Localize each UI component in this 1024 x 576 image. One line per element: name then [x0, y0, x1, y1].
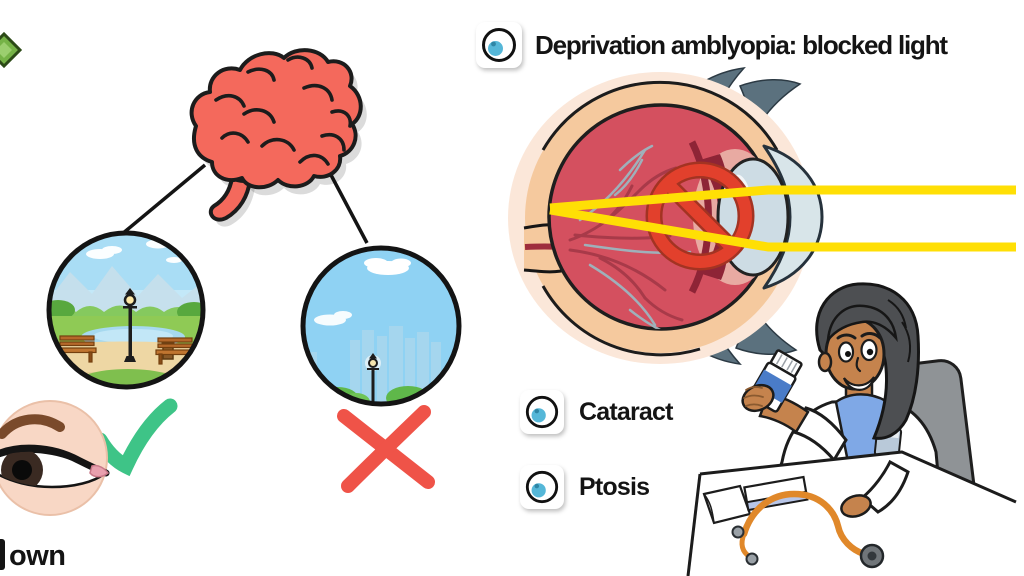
light-rays [549, 185, 1016, 252]
eye-icon [476, 22, 522, 68]
bullet-cataract: Cataract [520, 390, 673, 434]
corner-caption: own [9, 540, 66, 572]
cornea [762, 144, 824, 290]
eye-cross-section [508, 66, 1016, 366]
eye-icon [520, 390, 564, 434]
human-eye-illustration [0, 400, 110, 516]
blocked-view-circle [300, 245, 462, 407]
ptosis-label: Ptosis [579, 472, 650, 501]
paper [702, 484, 752, 525]
checkmark-icon [92, 398, 178, 477]
pill-bottle [748, 349, 803, 413]
small-lamp-post-icon [367, 353, 379, 402]
doctor-illustration [686, 282, 1017, 576]
clear-view-circle [46, 230, 206, 390]
cataract-label: Cataract [579, 397, 673, 426]
green-diamond-icon [0, 31, 23, 69]
bullet-ptosis: Ptosis [520, 465, 650, 509]
title-row: Deprivation amblyopia: blocked light [476, 22, 948, 68]
clipped-letter-fragment [0, 539, 5, 570]
eye-icon [520, 465, 564, 509]
x-icon [337, 405, 435, 493]
page-title: Deprivation amblyopia: blocked light [535, 29, 948, 60]
ear [817, 351, 833, 373]
hair-bangs [826, 304, 898, 344]
stethoscope [731, 490, 885, 569]
face-features [836, 332, 882, 391]
lamp-post-icon [123, 288, 137, 362]
brain-icon [189, 48, 367, 227]
